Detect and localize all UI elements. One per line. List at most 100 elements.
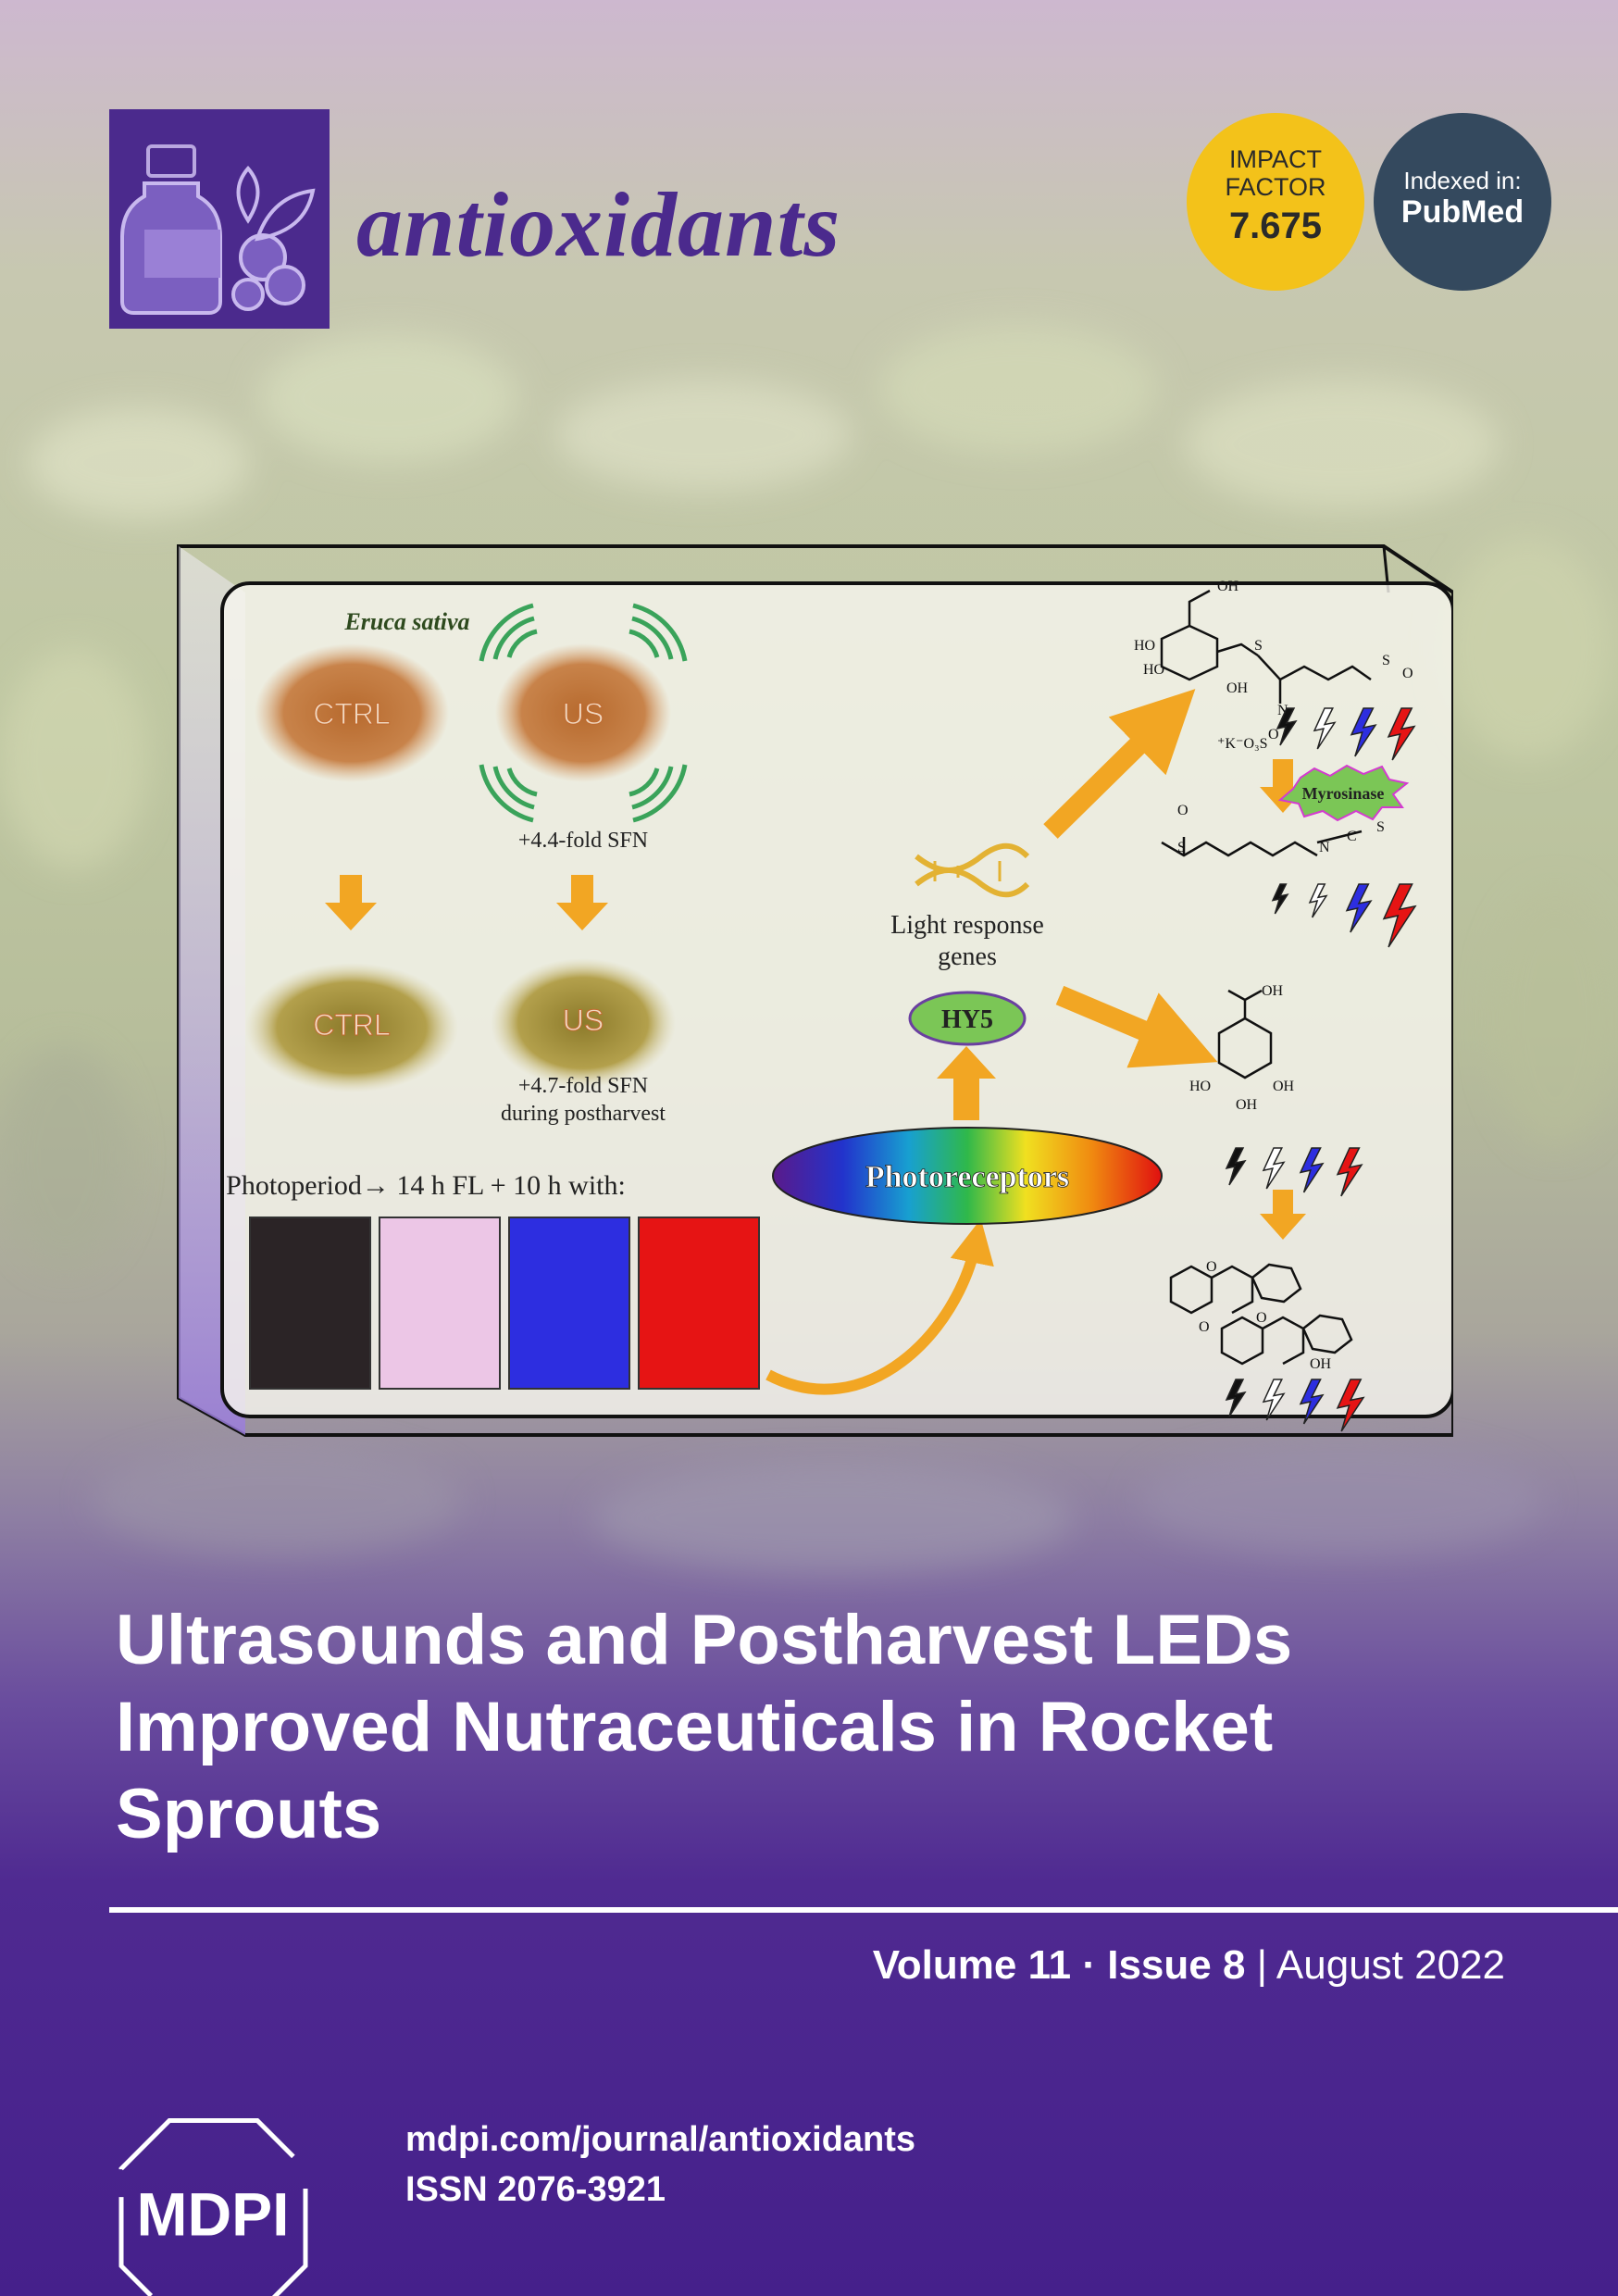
- chem-o2: O: [1402, 666, 1413, 681]
- indexed-label: Indexed in:: [1403, 167, 1522, 194]
- down-arrow-icon: [325, 875, 608, 930]
- chem-o1: O: [1268, 727, 1279, 742]
- us-seed-label: US: [563, 697, 604, 730]
- fold-seed-label: +4.4-fold SFN: [518, 829, 648, 853]
- date-separator: |: [1256, 1942, 1268, 1988]
- ctrl-seeds: [255, 643, 449, 782]
- sulforaphane-structure: [1161, 830, 1363, 857]
- issue-label: Issue 8: [1107, 1942, 1246, 1988]
- volume-label: Volume 11: [872, 1942, 1072, 1988]
- glucosinolate-structure: [1160, 589, 1372, 704]
- chem-ho1: HO: [1134, 638, 1155, 654]
- lightning-row-1: [1276, 707, 1416, 761]
- journal-url[interactable]: mdpi.com/journal/antioxidants: [405, 2120, 916, 2159]
- photoreceptors-spectrum: [772, 1127, 1163, 1225]
- lightning-bolt-icon: [1225, 1147, 1247, 1186]
- chem-s3: S: [1376, 819, 1385, 835]
- up-arrow-icon: [937, 1046, 996, 1120]
- impact-factor-badge: IMPACT FACTOR 7.675: [1187, 113, 1364, 291]
- photoperiod-label: Photoperiod→ 14 h FL + 10 h with:: [226, 1170, 626, 1201]
- lightning-bolt-icon: [1271, 883, 1289, 915]
- lightning-bolt-icon: [1350, 707, 1377, 757]
- lightning-bolt-icon: [1299, 1147, 1325, 1193]
- myrosinase-label: Myrosinase: [1302, 784, 1385, 803]
- lightning-bolt-icon: [1336, 1147, 1363, 1197]
- lightning-bolt-icon: [1308, 883, 1328, 918]
- lightning-bolt-icon: [1313, 707, 1337, 750]
- lightning-bolt-icon: [1345, 883, 1373, 933]
- phenolic-acid-structure: [1217, 989, 1273, 1079]
- chem-k: ⁺K⁻O₃S: [1217, 736, 1267, 752]
- lightning-bolt-icon: [1382, 883, 1417, 948]
- lightning-bolt-icon: [1262, 1379, 1286, 1421]
- led-panel: [508, 1217, 630, 1390]
- chem-ho2: HO: [1143, 662, 1164, 678]
- arrow-to-phenolic: [1055, 985, 1218, 1068]
- myrosinase-burst: [1277, 764, 1410, 822]
- hy5-label: HY5: [941, 1005, 993, 1034]
- arrow-to-glucosinolate: [1043, 689, 1196, 839]
- article-title-line-2: Improved Nutraceuticals in Rocket: [116, 1688, 1274, 1766]
- lightning-bolt-icon: [1262, 1147, 1286, 1190]
- chem-oh6: OH: [1310, 1356, 1332, 1372]
- led-panels: [249, 1217, 760, 1390]
- curved-arrow-icon: [765, 1218, 994, 1395]
- article-title-line-1: Ultrasounds and Postharvest LEDs: [116, 1601, 1293, 1679]
- led-panel: [379, 1217, 501, 1390]
- lightning-row-2: [1271, 883, 1417, 948]
- pubmed-badge: Indexed in: PubMed: [1374, 113, 1551, 291]
- chem-oh2: OH: [1226, 680, 1249, 696]
- issn: ISSN 2076-3921: [405, 2170, 666, 2209]
- chem-oh4: OH: [1273, 1079, 1295, 1094]
- chem-o6: O: [1256, 1310, 1267, 1326]
- chem-c: C: [1347, 829, 1357, 844]
- light-response-label-2: genes: [938, 942, 997, 971]
- lightning-bolt-icon: [1336, 1379, 1365, 1432]
- graphical-abstract: Eruca sativa CTRL US +4.4-fold SFN CTRL …: [177, 544, 1453, 1437]
- pubmed-label: PubMed: [1400, 194, 1525, 230]
- led-panel: [638, 1217, 760, 1390]
- mdpi-logo-text: MDPI: [137, 2180, 290, 2249]
- chem-oh1: OH: [1217, 579, 1239, 594]
- chem-oh5: OH: [1236, 1097, 1258, 1113]
- ultrasound-waves-icon: [479, 603, 688, 823]
- lightning-bolt-icon: [1387, 707, 1416, 761]
- chem-n2: N: [1319, 840, 1330, 855]
- chem-so: S: [1382, 653, 1390, 668]
- chem-oh3: OH: [1262, 983, 1284, 999]
- journal-logo: [109, 109, 330, 329]
- chem-s1: S: [1254, 638, 1263, 654]
- bottle-berries-icon: [120, 144, 316, 315]
- journal-title: antioxidants: [356, 173, 841, 276]
- dna-icon: [915, 842, 1030, 898]
- species-label: Eruca sativa: [343, 608, 469, 635]
- fold-post-label-2: during postharvest: [501, 1102, 666, 1126]
- hy5-node: [908, 991, 1027, 1046]
- us-sprout-label: US: [563, 1004, 604, 1037]
- chem-o5: O: [1199, 1319, 1210, 1335]
- article-title-line-3: Sprouts: [116, 1775, 382, 1853]
- issue-info: Volume 11 · Issue 8 | August 2022: [873, 1942, 1505, 1989]
- chem-s2: S: [1177, 840, 1186, 855]
- chem-o3: O: [1177, 803, 1189, 818]
- article-title: Ultrasounds and Postharvest LEDs Improve…: [116, 1597, 1560, 1858]
- lightning-bolt-icon: [1276, 707, 1298, 746]
- down-arrow-icon: [1260, 1190, 1306, 1240]
- impact-value: 7.675: [1228, 206, 1323, 246]
- fold-post-label-1: +4.7-fold SFN: [518, 1074, 648, 1098]
- chem-ho3: HO: [1189, 1079, 1211, 1094]
- lightning-row-3: [1225, 1147, 1363, 1197]
- lightning-bolt-icon: [1225, 1379, 1247, 1417]
- photoreceptors-label: Photoreceptors: [865, 1160, 1069, 1194]
- lightning-bolt-icon: [1299, 1379, 1325, 1425]
- impact-label-2: FACTOR: [1225, 173, 1326, 201]
- divider: [109, 1907, 1618, 1913]
- flavonoid-structure: [1169, 1263, 1353, 1366]
- chem-o4: O: [1206, 1259, 1217, 1275]
- mdpi-logo: MDPI: [118, 2118, 308, 2296]
- ctrl-sprout-label: CTRL: [313, 1008, 391, 1042]
- lightning-row-4: [1225, 1379, 1365, 1432]
- issue-date: August 2022: [1276, 1942, 1505, 1988]
- impact-label-1: IMPACT: [1229, 145, 1322, 173]
